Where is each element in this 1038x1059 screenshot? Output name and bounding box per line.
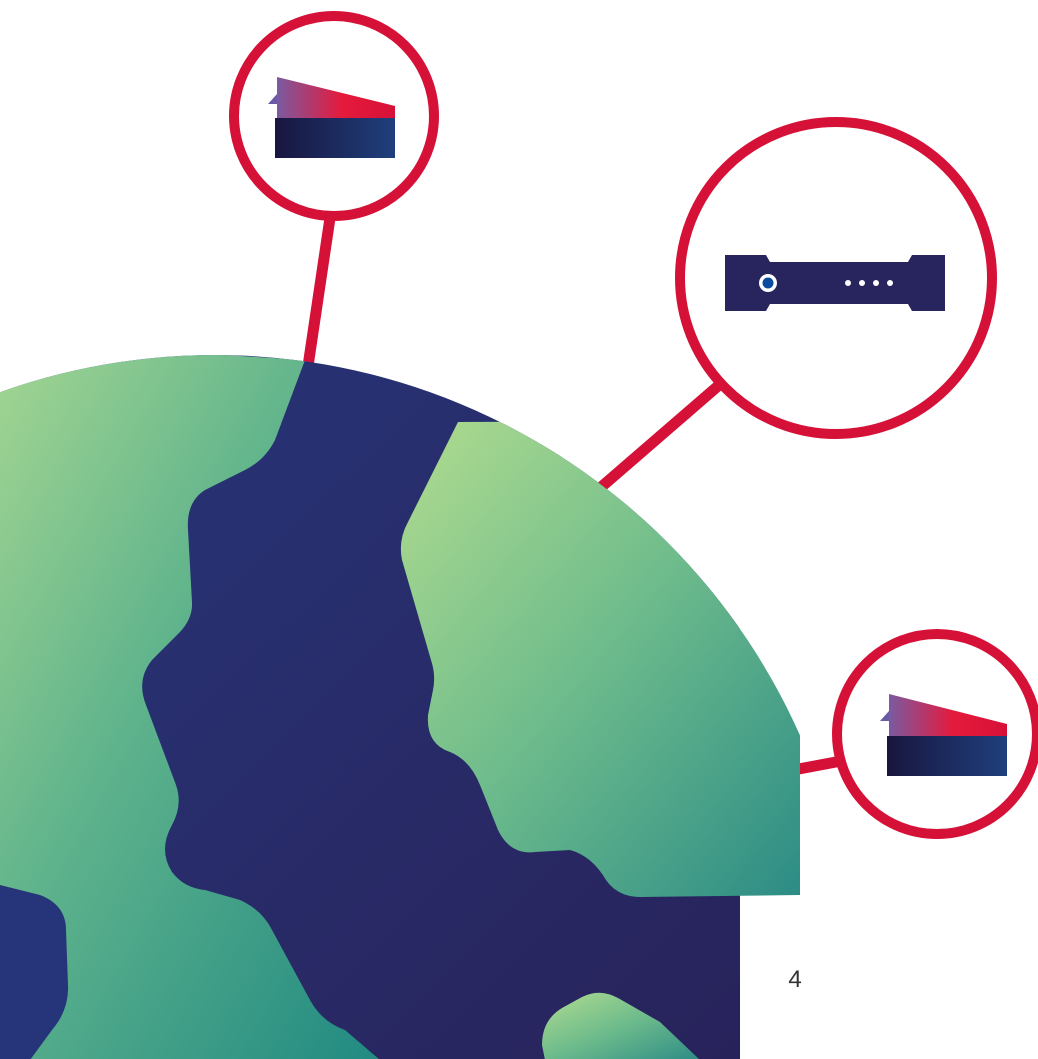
router-icon (725, 255, 945, 311)
device-circle-top (234, 16, 434, 216)
device-circle-right (837, 634, 1037, 834)
globe-icon (0, 340, 800, 1059)
page-number: 4 (780, 966, 810, 994)
device-circle-middle (680, 122, 992, 434)
